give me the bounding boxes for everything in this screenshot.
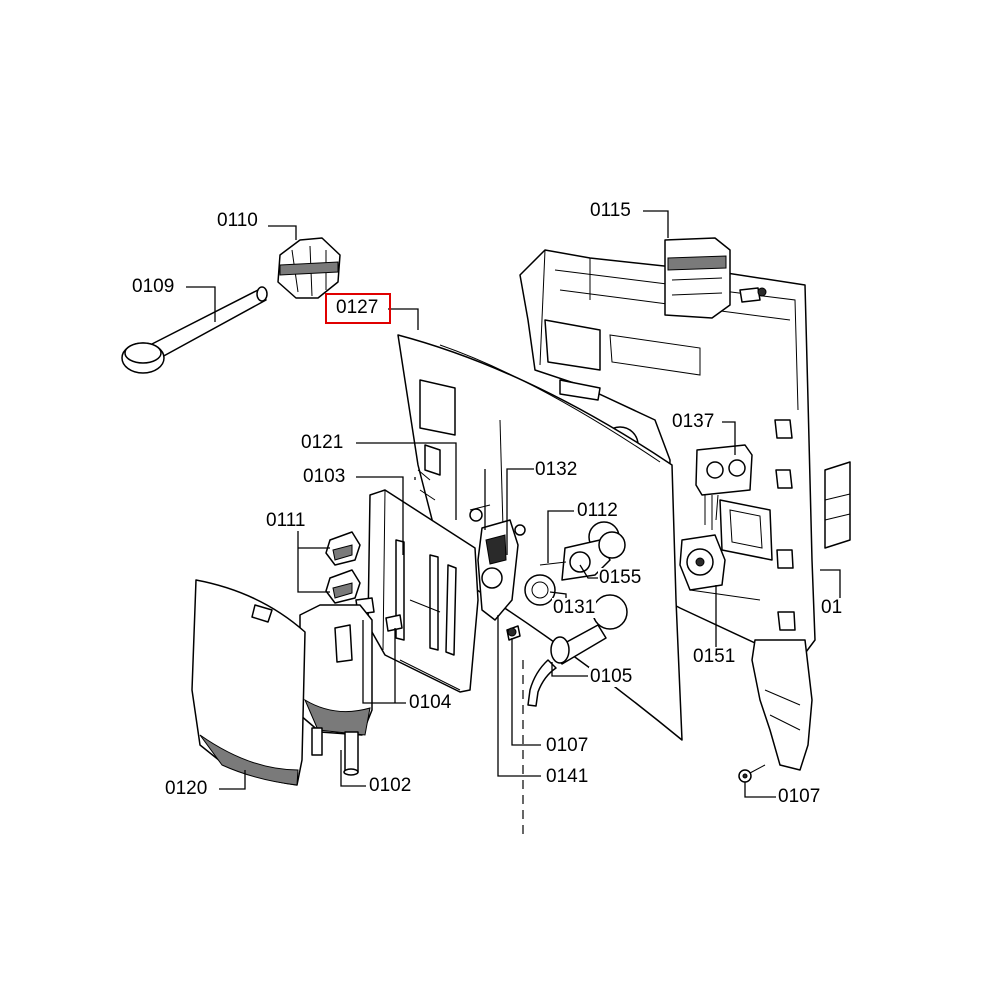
label-0120: 0120 — [164, 778, 209, 799]
label-0102: 0102 — [368, 775, 413, 796]
knobs-0111 — [325, 531, 361, 604]
bracket-0132 — [469, 504, 526, 621]
label-0151: 0151 — [692, 646, 737, 667]
leader-lines — [186, 210, 841, 798]
motor-0151 — [679, 534, 726, 591]
label-0105: 0105 — [589, 666, 634, 687]
label-0111: 0111 — [265, 510, 307, 531]
label-0104: 0104 — [408, 692, 453, 713]
measuring-spoon-0109 — [121, 286, 268, 374]
label-0127: 0127 — [335, 297, 380, 318]
label-0155: 0155 — [598, 567, 643, 588]
highlight-box-0127 — [325, 293, 391, 324]
grinder-knob-0110 — [277, 237, 341, 299]
label-0131: 0131 — [552, 597, 597, 618]
label-0107-upper: 0107 — [545, 735, 590, 756]
spout-tube-0105 — [506, 624, 607, 707]
label-0109: 0109 — [131, 276, 176, 297]
label-0107-lower: 0107 — [777, 786, 822, 807]
label-0141: 0141 — [545, 766, 590, 787]
control-module-0115 — [664, 237, 767, 319]
switch-block-0137 — [695, 444, 753, 530]
label-0137: 0137 — [671, 411, 716, 432]
front-cover-0120 — [191, 579, 306, 786]
label-0115: 0115 — [589, 200, 632, 221]
label-0103: 0103 — [302, 466, 347, 487]
label-0110: 0110 — [216, 210, 259, 231]
nozzle-housing-0102 — [299, 604, 373, 776]
label-0112: 0112 — [576, 500, 619, 521]
label-01: 01 — [820, 597, 844, 618]
label-0132: 0132 — [534, 459, 579, 480]
screw-0107 — [738, 764, 766, 783]
label-0121: 0121 — [300, 432, 345, 453]
